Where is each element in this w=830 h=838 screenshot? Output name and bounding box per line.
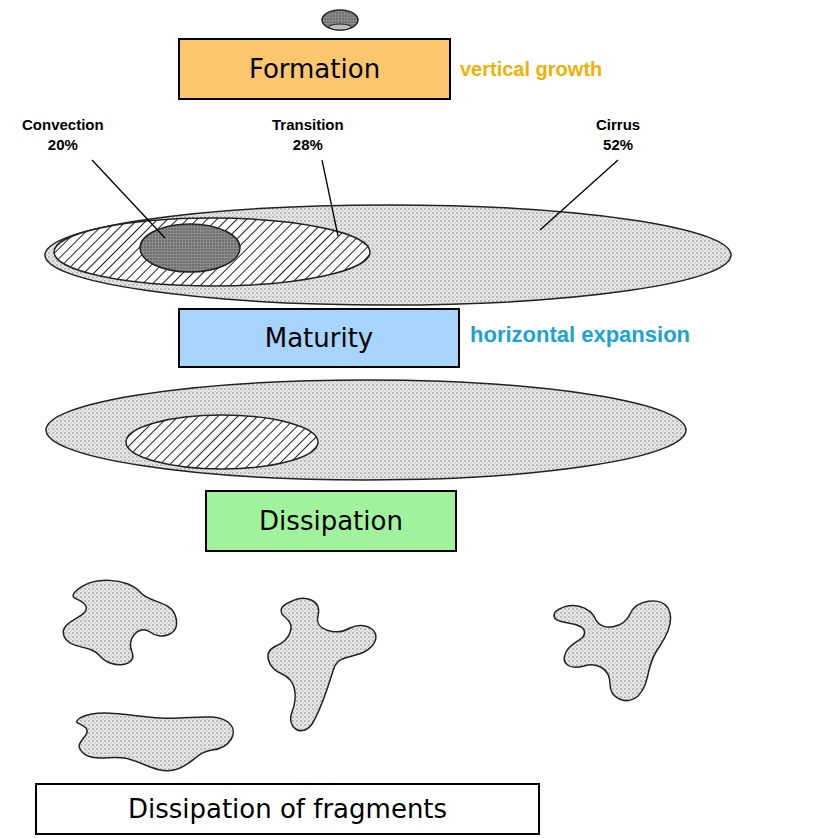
- cloud-fragment: [63, 580, 176, 664]
- cloud-fragment: [77, 713, 234, 771]
- stage-caption: horizontal expansion: [470, 322, 690, 348]
- cell-top: [322, 10, 358, 30]
- cloud-fragment: [268, 598, 376, 730]
- transition-zone: [54, 218, 370, 286]
- leader-line: [322, 160, 338, 236]
- stage-name: Dissipation: [259, 506, 403, 536]
- zone-label: Cirrus 52%: [596, 115, 640, 156]
- convection-core: [140, 224, 240, 272]
- stage-caption: vertical growth: [460, 58, 602, 81]
- stage-box: Maturity: [178, 308, 460, 368]
- stage-box: Dissipation of fragments: [35, 783, 540, 835]
- cirrus-shield: [46, 380, 686, 480]
- stage-name: Formation: [249, 54, 380, 84]
- stage-name: Maturity: [265, 323, 374, 353]
- stage-box: Dissipation: [205, 490, 457, 552]
- zone-label: Convection 20%: [22, 115, 104, 156]
- cell-base: [329, 24, 351, 30]
- stage-name: Dissipation of fragments: [128, 794, 447, 824]
- leader-line: [540, 160, 618, 230]
- leader-line: [92, 160, 165, 238]
- zone-label: Transition 28%: [272, 115, 344, 156]
- cloud-fragment: [554, 601, 671, 701]
- transition-zone: [126, 415, 318, 469]
- stage-box: Formation: [178, 38, 451, 100]
